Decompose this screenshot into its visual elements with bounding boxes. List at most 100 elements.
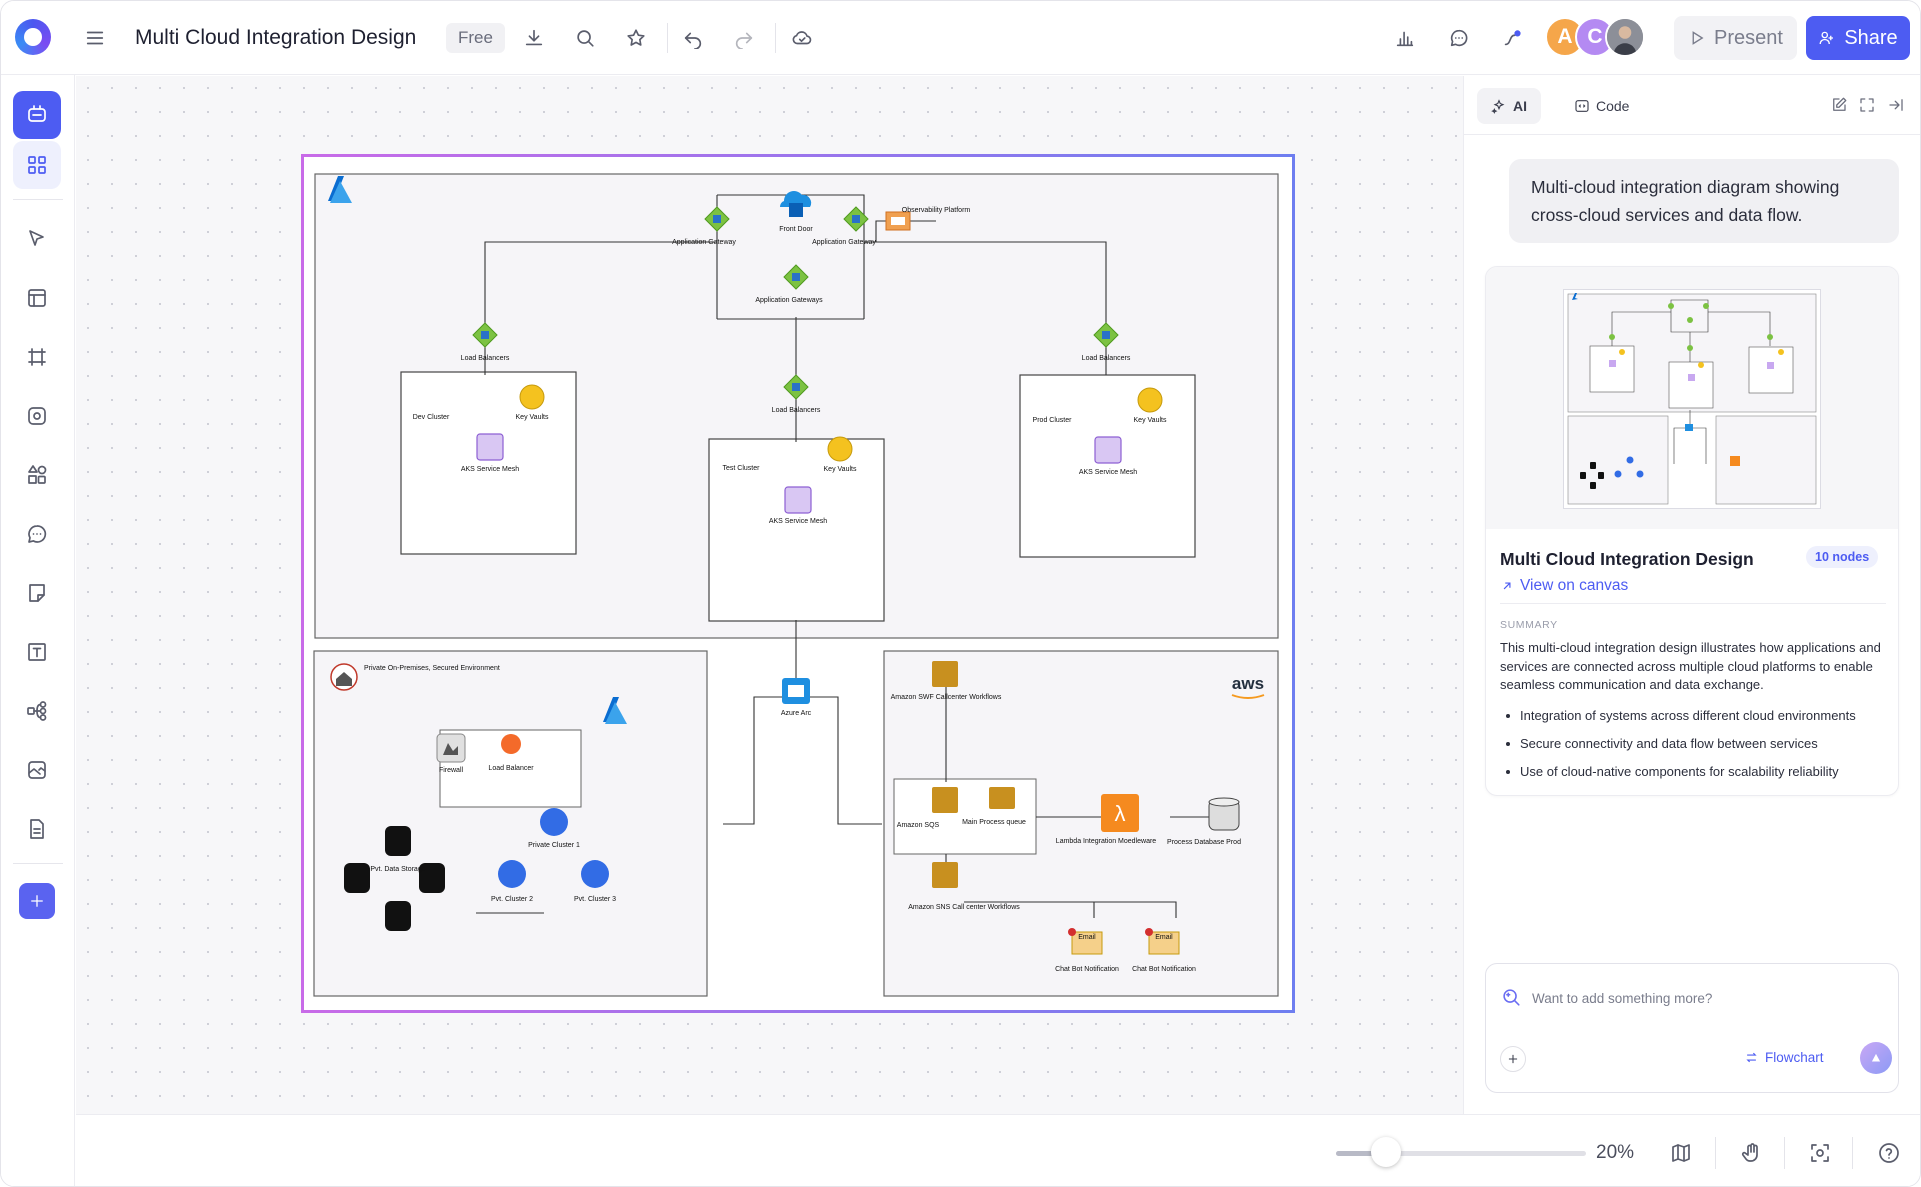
svg-text:Amazon SWF Callcenter Workflow: Amazon SWF Callcenter Workflows: [891, 694, 1002, 701]
ai-assistant-tool[interactable]: [13, 91, 61, 139]
azure-logo-icon: [603, 697, 627, 724]
media-tool[interactable]: [13, 746, 61, 794]
list-item: Integration of systems across different …: [1500, 707, 1892, 725]
diagram-frame[interactable]: Front Door Application Gateway Applicat: [301, 154, 1295, 1013]
avatar-photo[interactable]: [1605, 17, 1645, 57]
diagram-type-selector[interactable]: Flowchart: [1744, 1050, 1824, 1065]
comment-icon[interactable]: [1444, 23, 1474, 53]
add-attachment-button[interactable]: [1500, 1046, 1526, 1072]
download-icon[interactable]: [519, 23, 549, 53]
fit-screen-icon[interactable]: [1806, 1139, 1834, 1167]
list-item: Secure connectivity and data flow betwee…: [1500, 735, 1892, 753]
edit-icon[interactable]: [1830, 96, 1850, 116]
canvas[interactable]: Front Door Application Gateway Applicat: [76, 76, 1463, 1114]
connector-icon[interactable]: [1497, 23, 1527, 53]
summary-bullets: Integration of systems across different …: [1500, 707, 1892, 791]
shapes-library-tool[interactable]: [13, 451, 61, 499]
svg-text:Application Gateway: Application Gateway: [812, 239, 876, 246]
result-card[interactable]: Multi Cloud Integration Design 10 nodes …: [1485, 266, 1899, 796]
svg-text:Amazon SNS Call center Workflo: Amazon SNS Call center Workflows: [908, 904, 1020, 911]
svg-text:Key Vaults: Key Vaults: [1134, 417, 1167, 424]
zoom-slider-handle[interactable]: [1371, 1137, 1401, 1167]
left-toolbar: [1, 75, 75, 1186]
star-icon[interactable]: [621, 23, 651, 53]
comment-tool[interactable]: [13, 510, 61, 558]
text-tool[interactable]: [13, 628, 61, 676]
undo-icon[interactable]: [678, 23, 708, 53]
gateway-inner: [481, 215, 1110, 391]
sparkle-icon: [1491, 99, 1505, 114]
frame-tool[interactable]: [13, 333, 61, 381]
svg-text:aws: aws: [1232, 674, 1264, 693]
help-icon[interactable]: [1875, 1139, 1903, 1167]
svg-text:Key Vaults: Key Vaults: [824, 466, 857, 473]
collapse-panel-icon[interactable]: [1887, 96, 1907, 116]
svg-text:Azure Arc: Azure Arc: [781, 710, 812, 717]
nodes-count-badge: 10 nodes: [1806, 546, 1879, 568]
document-title[interactable]: Multi Cloud Integration Design: [135, 26, 417, 49]
expand-icon[interactable]: [1858, 96, 1878, 116]
code-icon: [1575, 100, 1589, 112]
svg-text:Load Balancer: Load Balancer: [488, 765, 534, 772]
test-cluster-box: [708, 438, 885, 622]
prod-cluster-box: [1019, 374, 1196, 558]
arrow-up-right-icon: [1503, 582, 1511, 590]
diagram-preview[interactable]: [1486, 267, 1898, 529]
dev-cluster-box: [400, 371, 577, 555]
templates-grid-tool[interactable]: [13, 141, 61, 189]
document-tool[interactable]: [13, 805, 61, 853]
card-divider: [1500, 603, 1886, 604]
svg-text:Pvt. Cluster 3: Pvt. Cluster 3: [574, 896, 616, 903]
map-icon[interactable]: [1667, 1139, 1695, 1167]
svg-text:AKS Service Mesh: AKS Service Mesh: [769, 518, 827, 525]
swap-icon: [1746, 1052, 1757, 1063]
select-cursor-tool[interactable]: [13, 215, 61, 263]
chat-input-box: Flowchart: [1485, 963, 1899, 1093]
chat-input[interactable]: [1532, 986, 1872, 1010]
add-tool-button[interactable]: [19, 883, 55, 919]
app-logo[interactable]: [15, 19, 51, 55]
share-button[interactable]: Share: [1806, 16, 1910, 60]
svg-text:λ: λ: [1115, 801, 1126, 826]
layout-tool[interactable]: [13, 274, 61, 322]
svg-text:Email: Email: [1078, 934, 1096, 941]
bottom-bar: 20%: [76, 1114, 1920, 1186]
cloud-sync-icon[interactable]: [787, 23, 817, 53]
aks-mesh-icons: [476, 433, 1122, 514]
diagram-thumbnail[interactable]: [1563, 289, 1821, 509]
svg-text:Process Database Prod: Process Database Prod: [1167, 839, 1241, 846]
toolbar-divider: [13, 199, 63, 200]
hand-pan-icon[interactable]: [1738, 1139, 1766, 1167]
plus-icon: [1508, 1054, 1518, 1064]
architecture-diagram[interactable]: Front Door Application Gateway Applicat: [304, 157, 1292, 1010]
svg-text:Application Gateway: Application Gateway: [672, 239, 736, 246]
menu-icon[interactable]: [80, 23, 110, 53]
zoom-level: 20%: [1596, 1142, 1635, 1163]
svg-text:Key Vaults: Key Vaults: [516, 414, 549, 421]
send-button[interactable]: [1860, 1042, 1892, 1074]
shape-tool[interactable]: [13, 392, 61, 440]
aws-workflow-icons: [932, 661, 1015, 888]
tab-ai[interactable]: AI: [1477, 88, 1541, 124]
svg-text:Application Gateways: Application Gateways: [755, 297, 823, 304]
zoom-slider-track[interactable]: [1336, 1151, 1586, 1156]
svg-text:Load Balancers: Load Balancers: [1082, 355, 1131, 362]
svg-text:Test Cluster: Test Cluster: [723, 465, 761, 472]
key-vault-icons: [519, 384, 1163, 462]
lambda-icon: [1101, 794, 1139, 832]
tab-code[interactable]: Code: [1560, 88, 1643, 124]
search-icon[interactable]: [570, 23, 600, 53]
kubernetes-icons: [498, 808, 609, 888]
svg-text:Lambda Integration Moedleware: Lambda Integration Moedleware: [1056, 838, 1157, 845]
bottom-divider: [1715, 1137, 1716, 1169]
svg-text:AKS Service Mesh: AKS Service Mesh: [1079, 469, 1137, 476]
mindmap-tool[interactable]: [13, 687, 61, 735]
chart-icon[interactable]: [1390, 23, 1420, 53]
storage-icons: [344, 826, 445, 931]
sticky-note-tool[interactable]: [13, 569, 61, 617]
view-on-canvas-link[interactable]: View on canvas: [1500, 577, 1628, 595]
svg-text:Private On-Premises, Secured E: Private On-Premises, Secured Environment: [364, 665, 500, 672]
present-button[interactable]: Present: [1674, 16, 1797, 60]
bottom-divider: [1852, 1137, 1853, 1169]
redo-icon[interactable]: [729, 23, 759, 53]
